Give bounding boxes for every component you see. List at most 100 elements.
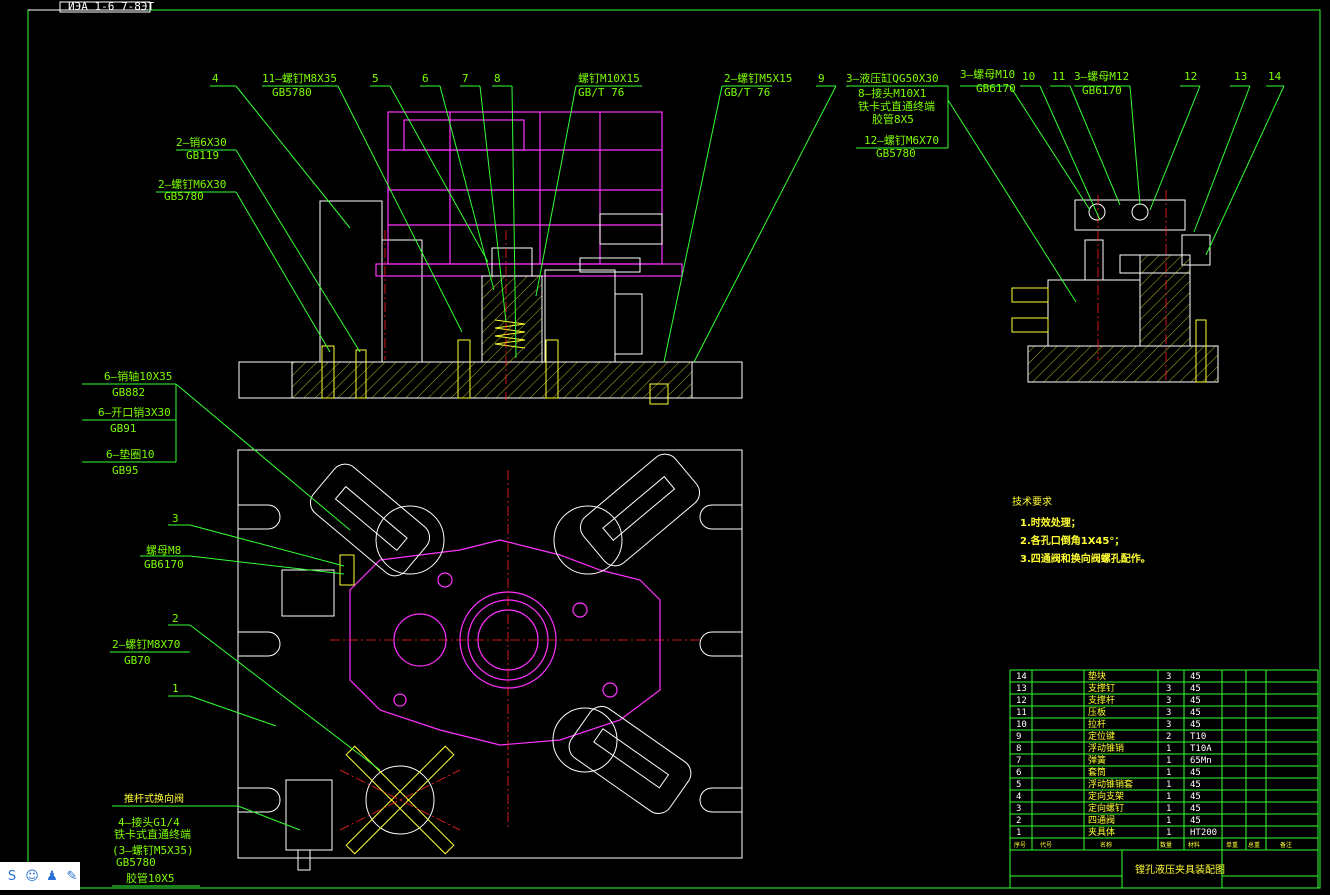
tech-requirements: 技术要求 1.时效处理； 2.各孔口倒角1X45°； 3.四通阀和换向阀螺孔配作… — [1012, 495, 1151, 565]
bom-no: 5 — [1016, 780, 1021, 790]
ime-icon[interactable]: S — [7, 868, 17, 884]
bom-no: 9 — [1016, 732, 1021, 742]
callout-screw-m8x70-sub: GB70 — [124, 654, 151, 667]
callout-screw-m6: 12—螺钉M6X70 — [864, 134, 939, 147]
callout-cotter: 6—开口销3X30 — [98, 405, 171, 419]
bom-qty: 3 — [1166, 672, 1171, 682]
callout-fitting-type: 铁卡式直通终端 — [858, 99, 935, 113]
bom-qty: 1 — [1166, 816, 1171, 826]
people-icon[interactable]: ☺ — [25, 868, 39, 884]
callout-nut-m12: 3—螺母M12 — [1074, 70, 1129, 83]
callout-8: 8 — [494, 72, 501, 85]
bom-qty: 3 — [1166, 696, 1171, 706]
bom-material: T10A — [1190, 744, 1212, 754]
bom-name: 垫块 — [1088, 670, 1106, 682]
bom-no: 6 — [1016, 768, 1021, 778]
bom-no: 10 — [1016, 720, 1027, 730]
bom-header: 单重 — [1226, 841, 1238, 849]
bom-no: 7 — [1016, 756, 1021, 766]
bom-material: 45 — [1190, 696, 1201, 706]
callout-13: 13 — [1234, 70, 1247, 83]
tech-title: 技术要求 — [1012, 495, 1052, 508]
bom-qty: 1 — [1166, 744, 1171, 754]
tech-item-1: 1.时效处理； — [1020, 516, 1081, 529]
bom-material: 45 — [1190, 816, 1201, 826]
bom-no: 8 — [1016, 744, 1021, 754]
callout-fitting-g: 4—接头G1/4 — [118, 816, 180, 829]
callout-1-plan: 1 — [172, 682, 179, 695]
callout-pin-sub: GB119 — [186, 149, 219, 162]
callout-12: 12 — [1184, 70, 1197, 83]
bom-name: 夹具体 — [1088, 826, 1115, 838]
bom-header: 代号 — [1040, 841, 1052, 849]
bom-qty: 1 — [1166, 792, 1171, 802]
callouts-left-top: 2—销6X30 GB119 2—螺钉M6X30 GB5780 — [158, 135, 227, 203]
bom-name: 支撑钉 — [1088, 682, 1115, 694]
callout-pin: 2—销6X30 — [176, 135, 227, 149]
callouts-left-bot: 推杆式换向阀 4—接头G1/4 铁卡式直通终端 (3—螺钉M5X35) GB57… — [112, 792, 194, 885]
bom-name: 定向螺钉 — [1088, 802, 1124, 814]
bom-name: 压板 — [1088, 706, 1106, 718]
callout-hose-10: 胶管10X5 — [126, 871, 175, 885]
taskbar: S ☺ ♟ ✎ — [0, 862, 80, 890]
bom-no: 14 — [1016, 672, 1027, 682]
wrench-icon[interactable]: ✎ — [66, 868, 78, 884]
callout-screw-m10-sub: GB/T 76 — [578, 86, 624, 99]
callouts-left-mid: 6—销轴10X35 GB882 6—开口销3X30 GB91 6—垫圈10 GB… — [98, 369, 184, 695]
front-view — [238, 111, 743, 405]
bom-header: 备注 — [1280, 841, 1292, 849]
callout-valve: 推杆式换向阀 — [124, 792, 184, 805]
bom-material: 45 — [1190, 804, 1201, 814]
callout-screw-m6x30: 2—螺钉M6X30 — [158, 178, 226, 191]
bom-qty: 3 — [1166, 684, 1171, 694]
bom-material: 45 — [1190, 792, 1201, 802]
bom-material: HT200 — [1190, 828, 1217, 838]
bom-no: 2 — [1016, 816, 1021, 826]
callout-screw-m8x70: 2—螺钉M8X70 — [112, 638, 180, 651]
callout-nut-m8: 螺母M8 — [146, 544, 181, 557]
bom-header: 序号 — [1014, 841, 1026, 849]
callouts-top: 4 11—螺钉M8X35 GB5780 5 6 7 8 螺钉M10X15 GB/… — [212, 71, 939, 99]
callout-washer: 6—垫圈10 — [106, 447, 155, 461]
bom-no: 4 — [1016, 792, 1021, 802]
callout-screw-m5-sub: GB/T 76 — [724, 86, 770, 99]
bom-no: 12 — [1016, 696, 1027, 706]
callouts-cylinder: 8—接头M10X1 铁卡式直通终端 胶管8X5 12—螺钉M6X70 GB578… — [858, 87, 939, 160]
bom-name: 支撑杆 — [1088, 694, 1115, 706]
shirt-icon[interactable]: ♟ — [46, 868, 58, 884]
bom-name: 浮动锥销 — [1088, 742, 1124, 754]
bom-qty: 1 — [1166, 828, 1171, 838]
callout-11-r: 11 — [1052, 70, 1065, 83]
bom-qty: 1 — [1166, 756, 1171, 766]
callout-fitting: 8—接头M10X1 — [858, 87, 926, 100]
callouts-right: 3—螺母M10 GB6170 10 11 3—螺母M12 GB6170 12 1… — [960, 68, 1282, 97]
bom-material: 45 — [1190, 708, 1201, 718]
callout-5: 5 — [372, 72, 379, 85]
callout-screw-m6-sub: GB5780 — [876, 147, 916, 160]
bom-material: T10 — [1190, 732, 1206, 742]
bom-name: 定位键 — [1088, 730, 1115, 742]
plan-view — [237, 449, 743, 871]
callout-4: 4 — [212, 72, 219, 85]
bom-qty: 3 — [1166, 708, 1171, 718]
bom-name: 浮动锥销套 — [1088, 778, 1133, 790]
tech-item-2: 2.各孔口倒角1X45°； — [1020, 534, 1124, 547]
callout-11-sub: GB5780 — [272, 86, 312, 99]
bom-name: 拉杆 — [1088, 718, 1106, 730]
callout-shaft-sub: GB882 — [112, 386, 145, 399]
callout-hose: 胶管8X5 — [872, 112, 914, 126]
bom-header: 名称 — [1100, 841, 1112, 849]
callout-11: 11—螺钉M8X35 — [262, 72, 337, 85]
bom-header: 材料 — [1188, 841, 1200, 849]
drawing-frame — [27, 1, 1321, 889]
side-view — [1011, 190, 1219, 383]
callout-cotter-sub: GB91 — [110, 422, 137, 435]
callout-14: 14 — [1268, 70, 1282, 83]
bom-material: 45 — [1190, 684, 1201, 694]
callout-2-plan: 2 — [172, 612, 179, 625]
callout-shaft: 6—销轴10X35 — [104, 369, 172, 383]
callout-fitting-g-type: 铁卡式直通终端 — [114, 827, 191, 841]
bom-material: 45 — [1190, 768, 1201, 778]
callout-nut-m8-sub: GB6170 — [144, 558, 184, 571]
